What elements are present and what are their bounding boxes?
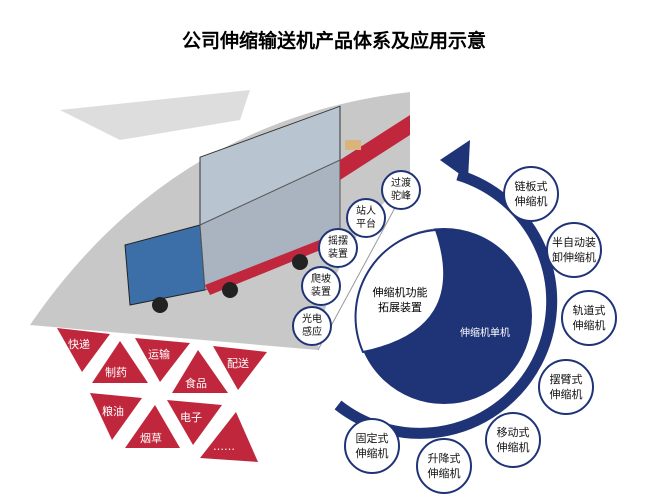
product-chain-plate[interactable]: 链板式 伸缩机 xyxy=(503,166,559,222)
product-rail[interactable]: 轨道式 伸缩机 xyxy=(561,290,617,346)
industry-tobacco: 烟草 xyxy=(140,432,162,445)
extension-label: 伸缩机功能 拓展装置 xyxy=(372,286,428,314)
device-standing-platform[interactable]: 站人 平台 xyxy=(346,198,386,238)
industry-express: 快递 xyxy=(68,338,90,351)
single-machine-label: 伸缩机单机 xyxy=(460,328,510,339)
device-swing[interactable]: 摇摆 装置 xyxy=(318,228,358,268)
truck-illustration xyxy=(60,90,410,313)
industry-food: 食品 xyxy=(185,377,207,390)
device-photoelectric[interactable]: 光电 感应 xyxy=(292,306,332,346)
industry-grain-oil: 粮油 xyxy=(102,405,124,418)
industry-transport: 运输 xyxy=(148,348,170,361)
industry-more: …… xyxy=(213,440,235,453)
device-climbing[interactable]: 爬坡 装置 xyxy=(301,266,341,306)
device-transition-hump[interactable]: 过渡 驼峰 xyxy=(381,170,421,210)
industry-electronics: 电子 xyxy=(180,411,202,424)
product-semi-auto[interactable]: 半自动装 卸伸缩机 xyxy=(546,222,602,278)
diagram-title: 公司伸缩输送机产品体系及应用示意 xyxy=(181,30,486,52)
arrow-head-icon xyxy=(440,140,470,180)
industry-delivery: 配送 xyxy=(227,357,249,370)
product-mobile[interactable]: 移动式 伸缩机 xyxy=(485,412,541,468)
product-fixed[interactable]: 固定式 伸缩机 xyxy=(344,418,400,474)
industry-triangles xyxy=(57,328,267,462)
industry-pharma: 制药 xyxy=(105,366,127,379)
product-swing-arm[interactable]: 摆臂式 伸缩机 xyxy=(538,359,594,415)
product-lifting[interactable]: 升降式 伸缩机 xyxy=(416,438,472,494)
